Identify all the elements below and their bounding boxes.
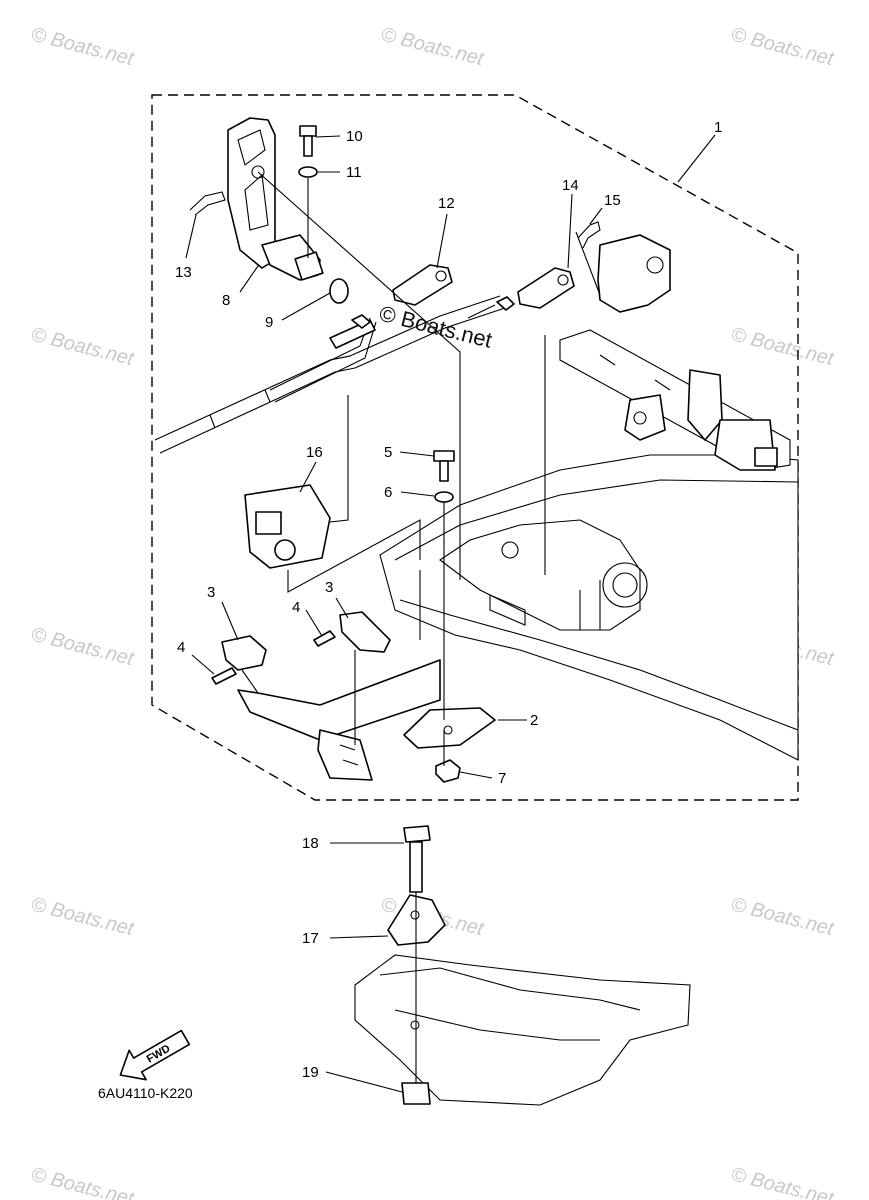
callout-7: 7 <box>498 770 506 787</box>
callout-10: 10 <box>346 128 363 145</box>
cable-joint-14 <box>517 267 575 309</box>
watermark: © Boats.net <box>379 24 487 71</box>
watermark-center: © Boats.net <box>377 301 495 353</box>
tiller-bracket <box>354 954 691 1106</box>
callout-19: 19 <box>302 1064 319 1081</box>
pin-4-left <box>211 667 237 685</box>
callout-4-left: 4 <box>177 639 185 656</box>
watermark: © Boats.net <box>729 1164 837 1200</box>
callout-6: 6 <box>384 484 392 501</box>
o-ring <box>329 278 349 304</box>
callout-2: 2 <box>530 712 538 729</box>
callout-1: 1 <box>714 119 722 136</box>
diagram-code: 6AU4110-K220 <box>98 1085 193 1101</box>
bolt-18 <box>403 825 431 893</box>
cable-joint-12 <box>392 264 453 306</box>
watermark: © Boats.net <box>29 324 137 371</box>
watermark: © Boats.net <box>29 24 137 71</box>
callout-11: 11 <box>346 164 362 181</box>
lower-cowling <box>379 454 799 761</box>
cable-nuts <box>351 296 515 329</box>
watermark: © Boats.net <box>729 894 837 941</box>
nut-19 <box>401 1082 431 1105</box>
callout-18: 18 <box>302 835 319 852</box>
remote-lever <box>227 117 324 281</box>
callout-17: 17 <box>302 930 319 947</box>
nut-7 <box>435 759 461 783</box>
alignment-lines <box>241 171 601 1083</box>
bracket-2 <box>403 707 496 749</box>
callout-15: 15 <box>604 192 621 209</box>
throttle-cable <box>269 317 377 403</box>
callout-13: 13 <box>175 264 192 281</box>
holder-3-left <box>221 635 267 671</box>
callout-4-right: 4 <box>292 599 300 616</box>
cable-plate <box>237 659 441 781</box>
callout-5: 5 <box>384 444 392 461</box>
cable-holder-16 <box>244 484 331 569</box>
watermark: © Boats.net <box>29 1164 137 1200</box>
bolt-5 <box>433 450 455 482</box>
watermark: © Boats.net <box>29 624 137 671</box>
washer-6 <box>434 491 454 503</box>
clip-15 <box>577 221 601 249</box>
holder-3-right <box>339 611 391 653</box>
callout-9: 9 <box>265 314 273 331</box>
shift-shaft <box>559 329 791 471</box>
callout-leaders <box>185 134 716 1093</box>
callout-3-left: 3 <box>207 584 215 601</box>
washer-11 <box>298 166 318 178</box>
callout-14: 14 <box>562 177 579 194</box>
watermark: © Boats.net <box>729 24 837 71</box>
shift-bracket <box>597 234 671 313</box>
watermark: © Boats.net <box>729 324 837 371</box>
callout-8: 8 <box>222 292 230 309</box>
bolt-10 <box>299 125 317 157</box>
clip-13 <box>189 191 226 216</box>
fwd-arrow-icon: FWD <box>119 1029 191 1081</box>
callout-12: 12 <box>438 195 455 212</box>
callout-3-right: 3 <box>325 579 333 596</box>
watermark: © Boats.net <box>29 894 137 941</box>
assembly-boundary <box>151 94 799 801</box>
callout-labels: 1 2 3 3 4 4 5 6 7 8 9 10 11 12 13 14 15 … <box>175 119 722 1081</box>
callout-16: 16 <box>306 444 323 461</box>
pin-4-right <box>313 630 336 647</box>
